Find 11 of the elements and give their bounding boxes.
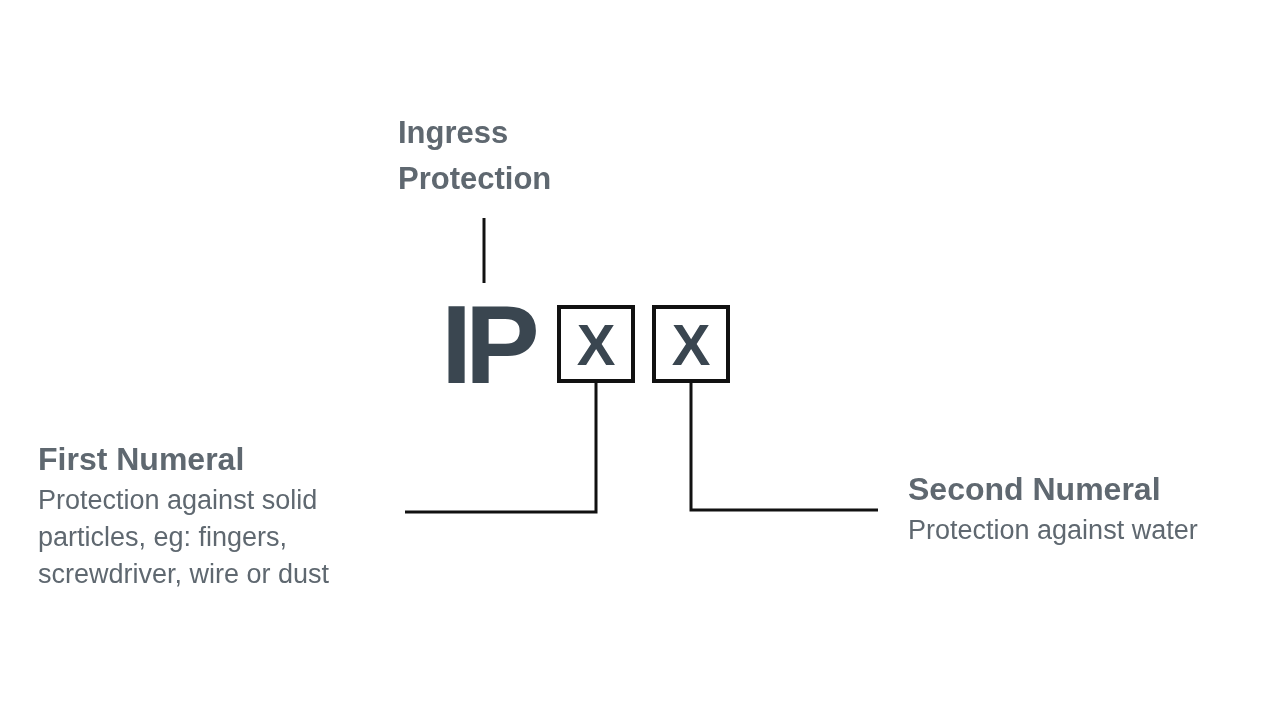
numeral-description: Protection against solid particles, eg: fingers, screwdriver, wire or dust <box>38 484 331 591</box>
leader-line <box>482 218 486 283</box>
code-letters: IP <box>441 282 533 407</box>
numeral-heading: Second Numeral <box>908 470 1162 508</box>
numeral-heading: First Numeral <box>38 440 246 478</box>
numeral-description: Protection against water <box>908 514 1199 547</box>
leader-line <box>405 383 598 514</box>
leader-line <box>689 383 878 512</box>
digit-box: X <box>557 305 635 383</box>
digit-box: X <box>652 305 730 383</box>
heading-label: Ingress Protection <box>398 115 552 196</box>
